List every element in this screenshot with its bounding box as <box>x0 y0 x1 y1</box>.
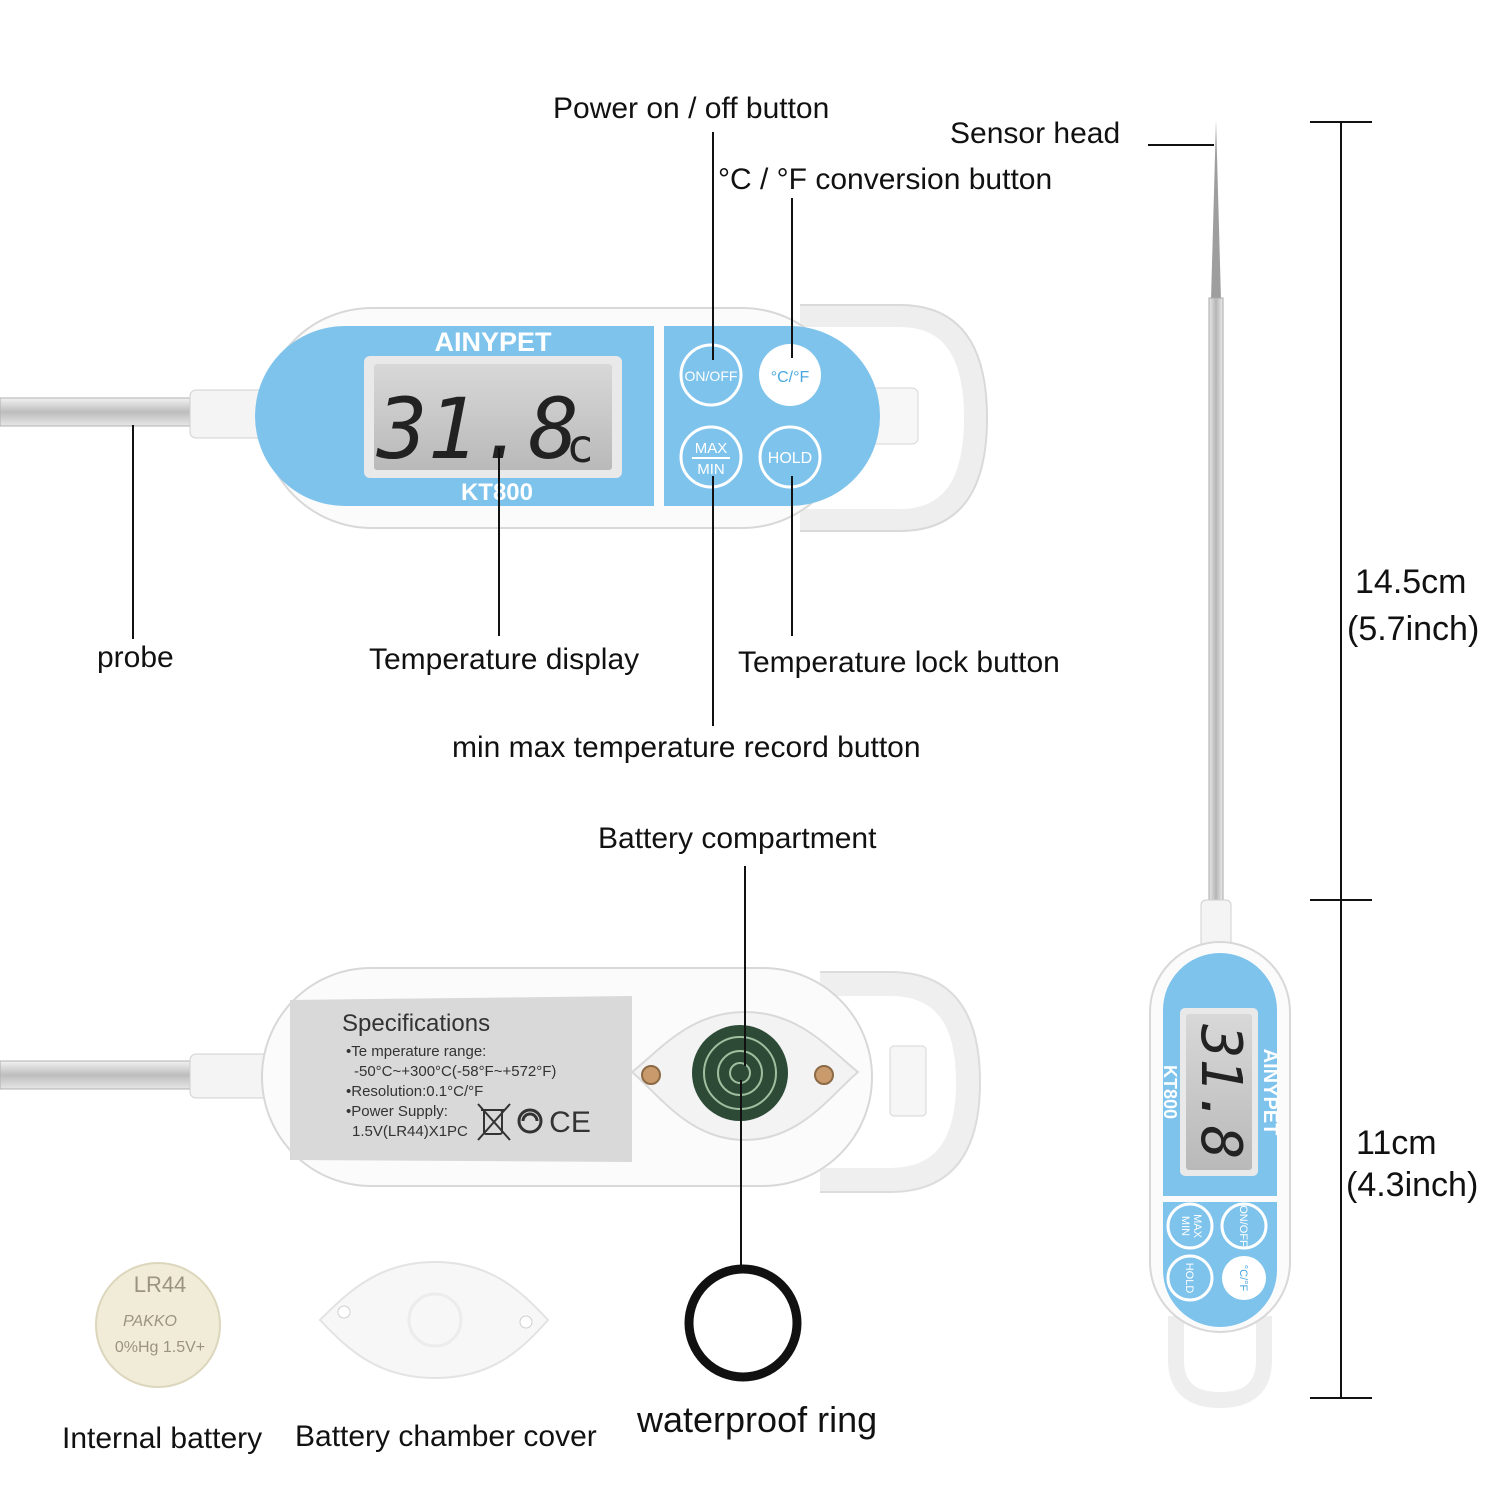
c-f-button[interactable] <box>759 344 821 406</box>
spec-line: •Resolution:0.1°C/°F <box>346 1083 484 1100</box>
hold-button[interactable] <box>758 425 822 489</box>
thermometer-vertical-view: 31.8 AINYPET KT800 ON/OFF HOLD °C/°F MAX… <box>1149 120 1291 1409</box>
spec-line: •Te mperature range: <box>346 1043 487 1060</box>
max-label: MAX <box>695 440 728 457</box>
battery-spec-label: 0%Hg 1.5V+ <box>115 1339 205 1356</box>
leader-probe <box>132 425 134 639</box>
temperature-lock-label: Temperature lock button <box>738 646 1060 679</box>
model-label: KT800 <box>461 479 533 506</box>
battery-model-label: LR44 <box>134 1272 187 1297</box>
waterproof-ring-label: waterproof ring <box>637 1399 878 1440</box>
sensor-tip <box>1211 120 1221 300</box>
dimension-indicator <box>1310 121 1372 1399</box>
min-label: MIN <box>697 461 725 478</box>
weee-bin-icon <box>477 1103 511 1141</box>
power-button-label: Power on / off button <box>553 92 830 125</box>
internal-battery-label: Internal battery <box>62 1422 263 1455</box>
vertical-max-label: MAX <box>1191 1214 1203 1239</box>
lcd-unit: c <box>566 419 594 473</box>
spec-line: 1.5V(LR44)X1PC <box>352 1123 468 1140</box>
vertical-c-f-label: °C/°F <box>1237 1265 1249 1292</box>
green-dot-icon <box>517 1108 543 1134</box>
vertical-on-off-label: ON/OFF <box>1237 1205 1249 1247</box>
battery-compartment-label: Battery compartment <box>598 822 877 855</box>
probe-rod <box>0 397 201 427</box>
vertical-brand-logo: AINYPET <box>1259 1049 1281 1136</box>
leader-temperature-lock <box>791 476 793 636</box>
battery-compartment <box>692 1025 788 1121</box>
min-max-label: min max temperature record button <box>452 731 921 764</box>
vertical-hanging-loop <box>1168 1316 1272 1409</box>
battery-brand-label: PAKKO <box>123 1313 177 1330</box>
on-off-button-label: ON/OFF <box>685 368 738 384</box>
vertical-hold-button[interactable] <box>1166 1254 1214 1302</box>
vertical-hold-label: HOLD <box>1183 1263 1195 1294</box>
battery-chamber-cover-illustration <box>318 1260 550 1380</box>
battery-chamber-cover-label: Battery chamber cover <box>295 1420 597 1453</box>
brand-logo: AINYPET <box>434 327 552 357</box>
vertical-max-min-button[interactable] <box>1166 1202 1214 1250</box>
lcd-screen <box>374 364 612 470</box>
leader-temperature-display <box>498 448 500 636</box>
vertical-probe-rod <box>1208 297 1224 909</box>
temperature-display-label: Temperature display <box>369 643 640 676</box>
spec-line: •Power Supply: <box>346 1103 448 1120</box>
internal-battery-illustration: LR44 PAKKO 0%Hg 1.5V+ <box>95 1262 221 1388</box>
vertical-min-label: MIN <box>1179 1216 1191 1236</box>
thermometer-front-view: AINYPET KT800 31.8 c ON/OFF °C/°F MAX MI… <box>0 304 989 532</box>
on-off-button[interactable] <box>679 343 743 407</box>
leader-min-max <box>712 476 714 726</box>
probe-length-inch: (5.7inch) <box>1347 610 1480 648</box>
body-length-cm: 11cm <box>1356 1124 1437 1162</box>
back-hanging-loop <box>820 972 981 1192</box>
lcd-reading: 31.8 <box>376 380 579 478</box>
leader-power-button <box>712 132 714 360</box>
leader-battery-compartment <box>744 866 746 1066</box>
spec-panel <box>290 996 632 1162</box>
vertical-lcd-reading: 31.8 <box>1188 1024 1253 1160</box>
body-length-inch: (4.3inch) <box>1346 1166 1479 1204</box>
spec-line: -50°C~+300°C(-58°F~+572°F) <box>354 1063 557 1080</box>
probe-label: probe <box>97 641 174 674</box>
probe-length-cm: 14.5cm <box>1355 563 1467 601</box>
thermometer-back-view: CE <box>0 967 982 1193</box>
vertical-model-label: KT800 <box>1160 1065 1180 1119</box>
leader-conversion-button <box>791 198 793 358</box>
leader-sensor-head <box>1148 144 1214 146</box>
c-f-button-label: °C/°F <box>771 369 810 386</box>
sensor-head-label: Sensor head <box>950 117 1121 150</box>
back-probe-rod <box>0 1060 201 1090</box>
specifications-title: Specifications <box>342 1010 491 1037</box>
ce-mark: CE <box>549 1106 591 1139</box>
conversion-button-label: °C / °F conversion button <box>718 163 1053 196</box>
specifications-block: Specifications •Te mperature range: -50°… <box>342 1010 622 1142</box>
vertical-c-f-button[interactable] <box>1222 1256 1266 1300</box>
leader-waterproof-ring <box>740 1080 742 1270</box>
waterproof-ring-illustration <box>684 1264 802 1382</box>
hanging-loop <box>800 305 987 531</box>
vertical-on-off-button[interactable] <box>1220 1202 1268 1250</box>
hold-button-label: HOLD <box>768 450 812 467</box>
